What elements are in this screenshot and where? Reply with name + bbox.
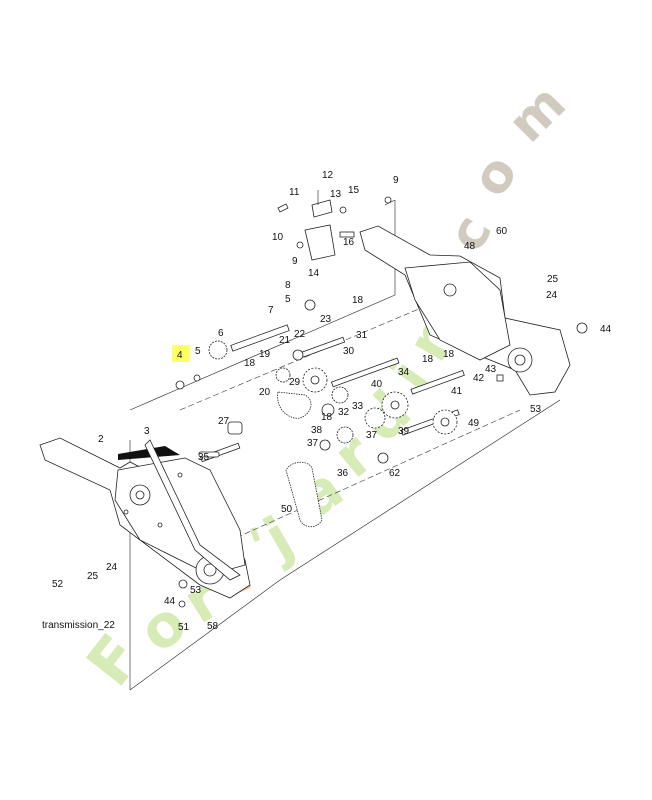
part-label-40: 40 (371, 379, 383, 390)
part-label-6: 6 (218, 328, 224, 339)
part-label-7: 7 (268, 305, 274, 316)
part-label-37: 37 (366, 430, 378, 441)
chains (277, 391, 323, 528)
part-label-24: 24 (106, 562, 118, 573)
part-label-36: 36 (337, 468, 349, 479)
svg-text:c: c (437, 206, 504, 261)
part-label-42: 42 (473, 373, 485, 384)
part-label-10: 10 (272, 232, 284, 243)
part-label-18: 18 (422, 354, 434, 365)
part-label-38: 38 (311, 425, 323, 436)
svg-text:m: m (497, 73, 578, 154)
part-label-22: 22 (294, 329, 306, 340)
part-label-30: 30 (343, 346, 355, 357)
part-label-60: 60 (496, 226, 508, 237)
part-label-44: 44 (164, 596, 176, 607)
left-housing (39, 437, 251, 599)
part-label-8: 8 (285, 280, 291, 291)
part-label-20: 20 (259, 387, 271, 398)
part-label-29: 29 (289, 377, 301, 388)
part-label-9: 9 (292, 256, 298, 267)
right-housing (359, 225, 571, 396)
part-label-51: 51 (178, 622, 190, 633)
part-label-4: 4 (177, 350, 183, 361)
part-label-18: 18 (352, 295, 364, 306)
part-label-13: 13 (330, 189, 342, 200)
part-label-23: 23 (320, 314, 332, 325)
gears (175, 299, 588, 608)
shift-bracket (277, 190, 392, 261)
part-label-18: 18 (244, 358, 256, 369)
part-label-27: 27 (218, 416, 230, 427)
part-label-32: 32 (338, 407, 350, 418)
part-label-5: 5 (195, 346, 201, 357)
part-label-24: 24 (546, 290, 558, 301)
part-label-37: 37 (307, 438, 319, 449)
part-label-39: 39 (398, 426, 410, 437)
part-label-25: 25 (87, 571, 99, 582)
part-label-50: 50 (281, 504, 293, 515)
part-label-44: 44 (600, 324, 612, 335)
part-label-15: 15 (348, 185, 360, 196)
part-label-49: 49 (468, 418, 480, 429)
cover-plate (118, 439, 241, 581)
part-label-35: 35 (198, 452, 210, 463)
part-label-2: 2 (98, 434, 104, 445)
part-label-19: 19 (259, 349, 271, 360)
part-label-53: 53 (190, 585, 202, 596)
part-label-18: 18 (443, 349, 455, 360)
svg-text:o: o (460, 145, 530, 207)
part-label-52: 52 (52, 579, 64, 590)
part-label-21: 21 (279, 335, 291, 346)
part-label-33: 33 (352, 401, 364, 412)
part-label-11: 11 (289, 187, 300, 198)
part-label-41: 41 (451, 386, 463, 397)
part-label-31: 31 (356, 330, 368, 341)
highlight-box (172, 345, 190, 362)
part-label-3: 3 (144, 426, 150, 437)
part-label-62: 62 (389, 468, 401, 479)
part-label-48: 48 (464, 241, 476, 252)
part-label-18: 18 (321, 412, 333, 423)
part-label-12: 12 (322, 170, 334, 181)
part-label-58: 58 (207, 621, 219, 632)
part-label-5: 5 (285, 294, 291, 305)
part-label-25: 25 (547, 274, 559, 285)
part-label-9: 9 (393, 175, 399, 186)
part-label-34: 34 (398, 367, 410, 378)
part-label-53: 53 (530, 404, 542, 415)
part-label-16: 16 (343, 237, 355, 248)
part-label-14: 14 (308, 268, 320, 279)
part-label-43: 43 (485, 364, 497, 375)
diagram-caption: transmission_22 (42, 620, 115, 631)
